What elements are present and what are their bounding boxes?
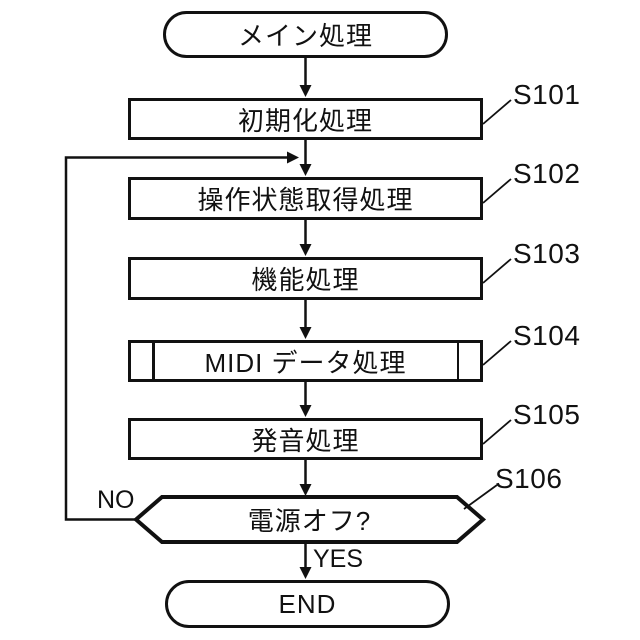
- step-label-s106: S106: [495, 463, 563, 494]
- node-s102-process: 操作状態取得処理: [128, 177, 483, 220]
- leader-s104: [482, 340, 512, 366]
- node-s104-label: MIDI データ処理: [204, 347, 407, 378]
- leader-s106: [463, 484, 498, 510]
- leader-s101: [482, 99, 512, 125]
- branch-label-yes: YES: [313, 545, 364, 573]
- step-label-s102: S102: [513, 158, 581, 189]
- step-label-s104: S104: [513, 320, 581, 351]
- decision-hexagon: [132, 495, 487, 544]
- step-label-s101: S101: [513, 79, 581, 110]
- node-s105-process: 発音処理: [128, 418, 483, 460]
- leader-s102: [482, 178, 512, 204]
- node-s103-label: 機能処理: [251, 265, 360, 295]
- step-label-s105: S105: [513, 399, 581, 430]
- subroutine-bar-right: [456, 343, 459, 379]
- node-s101-process: 初期化処理: [128, 98, 483, 140]
- step-label-s103: S103: [513, 238, 581, 269]
- branch-label-no: NO: [97, 486, 135, 514]
- node-s106-decision: 電源オフ?: [162, 497, 457, 542]
- node-s102-label: 操作状態取得処理: [197, 185, 414, 215]
- node-s106-label: 電源オフ?: [247, 506, 372, 536]
- node-s103-process: 機能処理: [128, 257, 483, 300]
- node-end-label: END: [278, 588, 337, 619]
- loop-no-feedback: [64, 151, 299, 521]
- node-start-terminal: メイン処理: [163, 11, 448, 58]
- subroutine-bar-left: [152, 343, 155, 379]
- leader-s103: [482, 258, 512, 284]
- node-s104-subroutine: MIDI データ処理: [128, 340, 483, 382]
- node-start-label: メイン処理: [237, 21, 373, 51]
- leader-s105: [482, 419, 512, 445]
- node-s105-label: 発音処理: [251, 425, 360, 456]
- node-s101-label: 初期化処理: [237, 105, 373, 136]
- node-end-terminal: END: [165, 580, 450, 628]
